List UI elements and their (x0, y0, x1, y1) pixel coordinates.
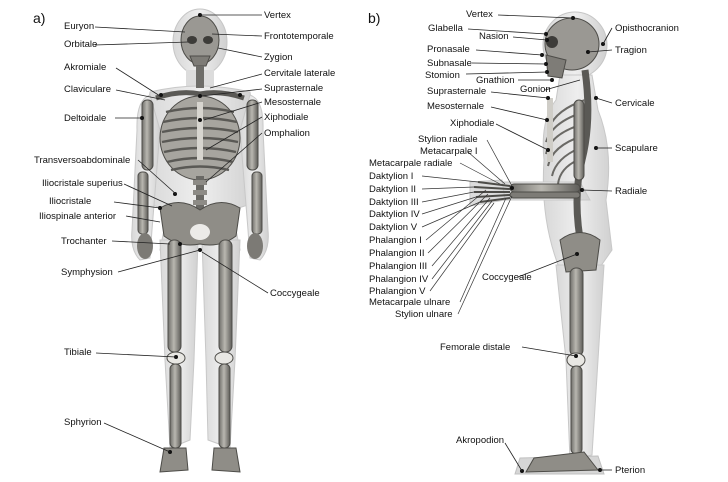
label-mesosternale-side: Mesosternale (427, 101, 484, 112)
label-transversoabdominale: Transversoabdominale (34, 155, 130, 166)
label-sphyrion: Sphyrion (64, 417, 102, 428)
label-gonion: Gonion (520, 84, 551, 95)
label-coccygeale-side: Coccygeale (482, 272, 532, 283)
label-scapulare: Scapulare (615, 143, 658, 154)
label-hand-10: Phalangion II (369, 248, 424, 259)
label-claviculare: Claviculare (64, 84, 111, 95)
label-femorale-distale: Femorale distale (440, 342, 510, 353)
label-cervitale-laterale: Cervitale laterale (264, 68, 335, 79)
label-iliospinale-anterior: Iliospinale anterior (39, 211, 116, 222)
label-tragion: Tragion (615, 45, 647, 56)
label-orbitale: Orbitale (64, 39, 97, 50)
label-tibiale: Tibiale (64, 347, 92, 358)
label-iliocristale-superius: Iliocristale superius (42, 178, 123, 189)
label-akropodion: Akropodion (456, 435, 504, 446)
label-pterion: Pterion (615, 465, 645, 476)
label-hand-4: Daktylion I (369, 171, 413, 182)
label-zygion: Zygion (264, 52, 293, 63)
label-omphalion: Omphalion (264, 128, 310, 139)
label-stomion: Stomion (425, 70, 460, 81)
label-radiale: Radiale (615, 186, 647, 197)
label-hand-5: Daktylion II (369, 184, 416, 195)
label-hand-7: Daktylion IV (369, 209, 420, 220)
label-trochanter: Trochanter (61, 236, 107, 247)
label-hand-11: Phalangion III (369, 261, 427, 272)
label-vertex-side: Vertex (466, 9, 493, 20)
label-iliocristale: Iliocristale (49, 196, 91, 207)
label-frontotemporale: Frontotemporale (264, 31, 334, 42)
label-mesosternale-front: Mesosternale (264, 97, 321, 108)
label-glabella: Glabella (428, 23, 463, 34)
label-suprasternale-side: Suprasternale (427, 86, 486, 97)
panel-label-b: b) (368, 10, 380, 26)
label-subnasale: Subnasale (427, 58, 472, 69)
label-hand-8: Daktylion V (369, 222, 417, 233)
label-xiphodiale-front: Xiphodiale (264, 112, 308, 123)
label-nasion: Nasion (479, 31, 509, 42)
label-hand-15: Stylion ulnare (395, 309, 453, 320)
label-hand-3: Metacarpale radiale (369, 158, 452, 169)
label-suprasternale-front: Suprasternale (264, 83, 323, 94)
label-hand-13: Phalangion V (369, 286, 426, 297)
label-xiphodiale-side: Xiphodiale (450, 118, 494, 129)
label-euryon: Euryon (64, 21, 94, 32)
label-akromiale: Akromiale (64, 62, 106, 73)
label-opisthocranion: Opisthocranion (615, 23, 679, 34)
label-cervicale: Cervicale (615, 98, 655, 109)
label-hand-2: Metacarpale I (420, 146, 478, 157)
label-hand-12: Phalangion IV (369, 274, 428, 285)
panel-label-a: a) (33, 10, 45, 26)
label-hand-14: Metacarpale ulnare (369, 297, 450, 308)
label-coccygeale-front: Coccygeale (270, 288, 320, 299)
label-symphysion: Symphysion (61, 267, 113, 278)
label-gnathion: Gnathion (476, 75, 515, 86)
front-skeleton (137, 16, 263, 472)
label-deltoidale: Deltoidale (64, 113, 106, 124)
label-hand-1: Stylion radiale (418, 134, 478, 145)
label-hand-9: Phalangion I (369, 235, 422, 246)
label-pronasale: Pronasale (427, 44, 470, 55)
label-hand-6: Daktylion III (369, 197, 419, 208)
label-vertex-front: Vertex (264, 10, 291, 21)
